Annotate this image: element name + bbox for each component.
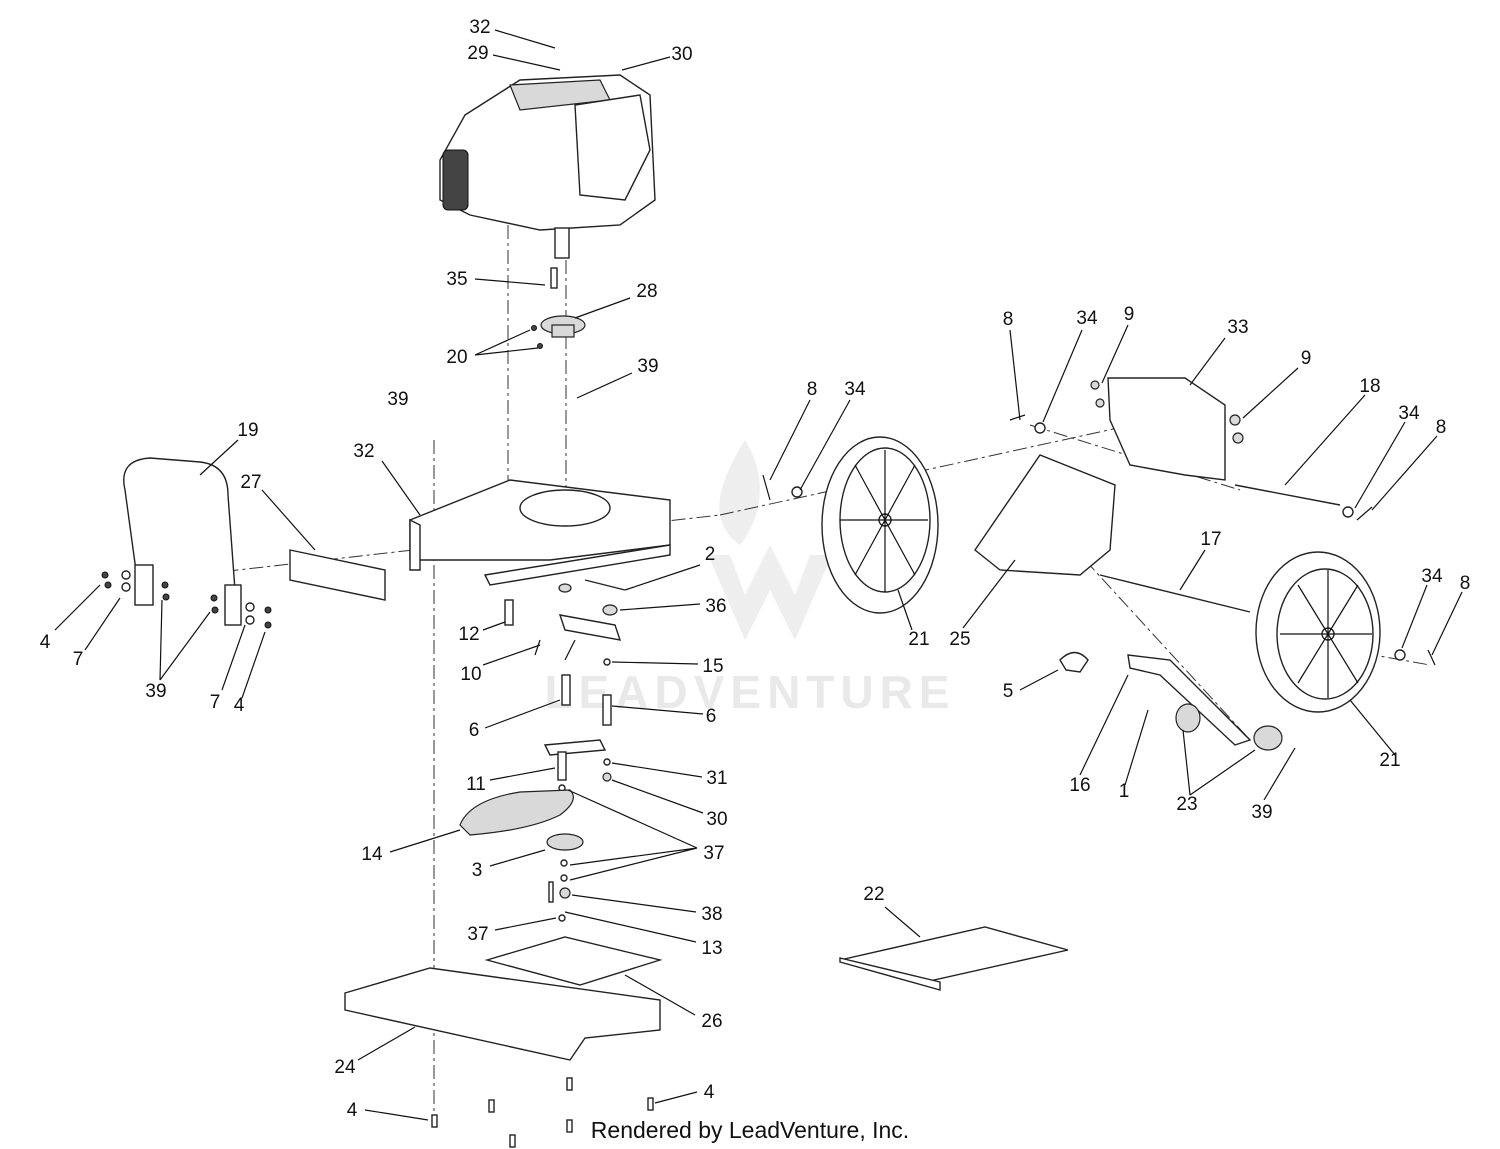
callout-22: 22 xyxy=(863,884,884,905)
callout-33: 33 xyxy=(1227,317,1248,338)
callout-8-c: 8 xyxy=(1436,417,1447,438)
callout-5: 5 xyxy=(1003,681,1014,702)
belt-assembly xyxy=(459,579,626,922)
callout-39-d: 39 xyxy=(1251,802,1272,823)
engine xyxy=(439,74,656,259)
callout-17: 17 xyxy=(1200,529,1221,550)
callout-4-left: 4 xyxy=(40,632,51,653)
callout-23: 23 xyxy=(1176,794,1197,815)
callout-8-b: 8 xyxy=(1003,309,1014,330)
callout-9-a: 9 xyxy=(1124,304,1135,325)
callout-6-right: 6 xyxy=(706,706,717,727)
callout-3: 3 xyxy=(472,860,483,881)
callout-10: 10 xyxy=(460,664,481,685)
callout-36: 36 xyxy=(705,596,726,617)
callout-19: 19 xyxy=(237,420,258,441)
callout-4-right: 4 xyxy=(234,695,245,716)
handle xyxy=(123,457,386,626)
callout-31: 31 xyxy=(706,768,727,789)
callout-11: 11 xyxy=(466,774,486,795)
handle-hardware xyxy=(101,570,272,629)
callout-30-top: 30 xyxy=(671,44,692,65)
callout-2: 2 xyxy=(705,544,716,565)
engine-pulley xyxy=(531,267,586,349)
callout-26: 26 xyxy=(701,1011,722,1032)
callout-9-b: 9 xyxy=(1301,348,1312,369)
leader-lines xyxy=(54,29,1463,1121)
axle-parts xyxy=(762,377,1436,751)
callout-14: 14 xyxy=(361,844,383,865)
callout-37-a: 37 xyxy=(703,843,724,864)
callout-7-right: 7 xyxy=(210,692,221,713)
callout-4-bottom-left: 4 xyxy=(347,1100,358,1121)
callout-28: 28 xyxy=(636,281,657,302)
callout-6-left: 6 xyxy=(469,720,480,741)
frame xyxy=(409,479,671,586)
left-wheel xyxy=(821,436,939,614)
callout-15: 15 xyxy=(702,656,723,677)
callout-30-mid: 30 xyxy=(706,809,727,830)
callout-32-top: 32 xyxy=(469,17,490,38)
bottom-bolts xyxy=(431,1077,654,1148)
callout-34-a: 34 xyxy=(844,379,866,400)
watermark: LEADVENTURE xyxy=(544,440,955,718)
callout-34-d: 34 xyxy=(1421,566,1443,587)
callout-38: 38 xyxy=(701,904,722,925)
callout-21-right: 21 xyxy=(1379,750,1400,771)
right-wheel xyxy=(1255,551,1381,713)
callout-37-b: 37 xyxy=(467,924,488,945)
callout-21-left: 21 xyxy=(908,629,929,650)
callout-27: 27 xyxy=(240,472,261,493)
callout-8-d: 8 xyxy=(1460,573,1471,594)
callout-35: 35 xyxy=(446,269,467,290)
callout-32-frame: 32 xyxy=(353,441,374,462)
callout-8-a: 8 xyxy=(807,379,818,400)
plates xyxy=(344,926,1069,1061)
callout-16: 16 xyxy=(1069,775,1090,796)
callout-18: 18 xyxy=(1359,376,1380,397)
callout-29: 29 xyxy=(467,43,488,64)
callout-39-c: 39 xyxy=(145,681,166,702)
callout-20: 20 xyxy=(446,347,467,368)
callout-labels: 32 29 30 35 28 20 39 39 32 19 27 4 7 39 … xyxy=(40,17,1471,1121)
callout-12: 12 xyxy=(458,624,479,645)
callout-7-left: 7 xyxy=(73,649,84,670)
callout-13: 13 xyxy=(701,938,722,959)
callout-34-c: 34 xyxy=(1398,403,1420,424)
callout-25: 25 xyxy=(949,629,970,650)
callout-24: 24 xyxy=(334,1057,356,1078)
callout-34-b: 34 xyxy=(1076,308,1098,329)
credit-text: Rendered by LeadVenture, Inc. xyxy=(591,1117,909,1143)
watermark-text: LEADVENTURE xyxy=(544,666,955,718)
callout-39-a: 39 xyxy=(637,356,658,377)
callout-1: 1 xyxy=(1119,781,1130,802)
callout-39-b: 39 xyxy=(387,389,408,410)
callout-4-bottom-right: 4 xyxy=(704,1082,715,1103)
